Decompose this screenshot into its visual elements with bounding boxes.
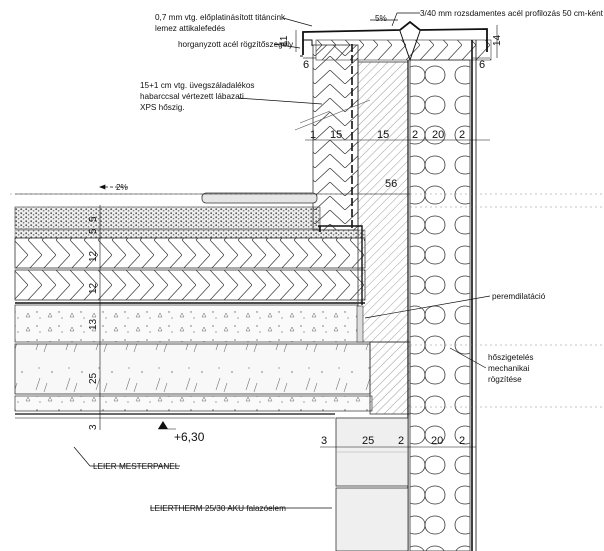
label-slope-top: 5% [375,14,387,23]
svg-text:2: 2 [459,435,465,447]
svg-text:5: 5 [88,228,99,234]
svg-text:12: 12 [88,250,99,262]
parapet-cap [300,20,488,62]
parapet-top-insulation [315,39,492,61]
parapet [201,39,492,415]
gravel-layer [14,206,321,230]
svg-text:56: 56 [385,178,397,190]
svg-text:12: 12 [88,282,99,294]
masonry-block [335,487,409,551]
concrete-slab [14,343,371,395]
label-insul-2: mechanikai [488,364,530,373]
label-xps-2: habarccsal vértezett lábazati [140,92,244,101]
parapet-concrete-wall [357,61,409,343]
svg-text:25: 25 [362,435,374,447]
label-steel-sheet: 3/40 mm rozsdamentes acél profilozás 50 … [420,9,604,18]
svg-text:6: 6 [303,59,309,71]
svg-text:1: 1 [310,129,316,141]
dimension-text: 11 6 6 14 1 15 15 2 20 2 56 5 5 12 12 13… [88,34,503,447]
svg-text:11: 11 [279,35,290,46]
label-xps-1: 15+1 cm vtg. üvegszáladalékos [140,81,254,90]
parapet-xps-cladding [312,44,359,231]
leader-lines [73,12,491,509]
dimension-lines [15,25,498,448]
svg-text:20: 20 [431,435,443,447]
label-perimeter: peremdilatáció [492,292,546,301]
insulation-layer-lower [14,269,366,301]
geotextile-layer [14,229,366,239]
label-elevation: +6,30 [174,430,205,444]
perimeter-dilatation [356,305,364,343]
svg-text:6: 6 [479,59,485,71]
mineral-wool-insulation [409,59,471,551]
label-insul-3: rögzítése [488,375,522,384]
screed-layer [14,304,359,343]
label-insul-1: hőszigetelés [488,353,534,362]
svg-text:5: 5 [88,216,99,222]
mesterpanel-layer [14,395,373,412]
label-mesterpanel: LEIER MESTERPANEL [93,462,180,471]
annotations: 0,7 mm vtg. előplatinásított titáncink l… [93,9,604,513]
label-titanium-sheet: 0,7 mm vtg. előplatinásított titáncink [155,13,286,22]
svg-text:25: 25 [88,372,99,384]
edge-paving-slab [201,192,318,204]
label-leiertherm: LEIERTHERM 25/30 AKU falazóelem [150,504,286,513]
svg-text:3: 3 [321,435,327,447]
svg-text:2: 2 [398,435,404,447]
galvanized-hook [300,39,313,57]
svg-text:15: 15 [330,129,342,141]
titanium-zinc-flashing [302,20,488,55]
external-wall [335,40,477,551]
svg-text:15: 15 [377,129,389,141]
roof-layers [14,206,373,419]
svg-text:20: 20 [432,129,444,141]
label-parapet-cover: lemez attikalefedés [155,24,225,33]
label-xps-3: XPS hőszig. [140,103,185,112]
svg-text:2: 2 [459,129,465,141]
label-slope-roof: 2% [116,183,128,192]
insulation-layer-upper [14,237,366,269]
svg-text:2: 2 [412,129,418,141]
svg-text:14: 14 [492,34,503,46]
elevation-marker-icon [158,421,168,429]
label-galv-hook: horganyzott acél rögzítőszegély [178,40,294,49]
svg-text:13: 13 [88,318,99,330]
svg-text:3: 3 [88,424,99,430]
